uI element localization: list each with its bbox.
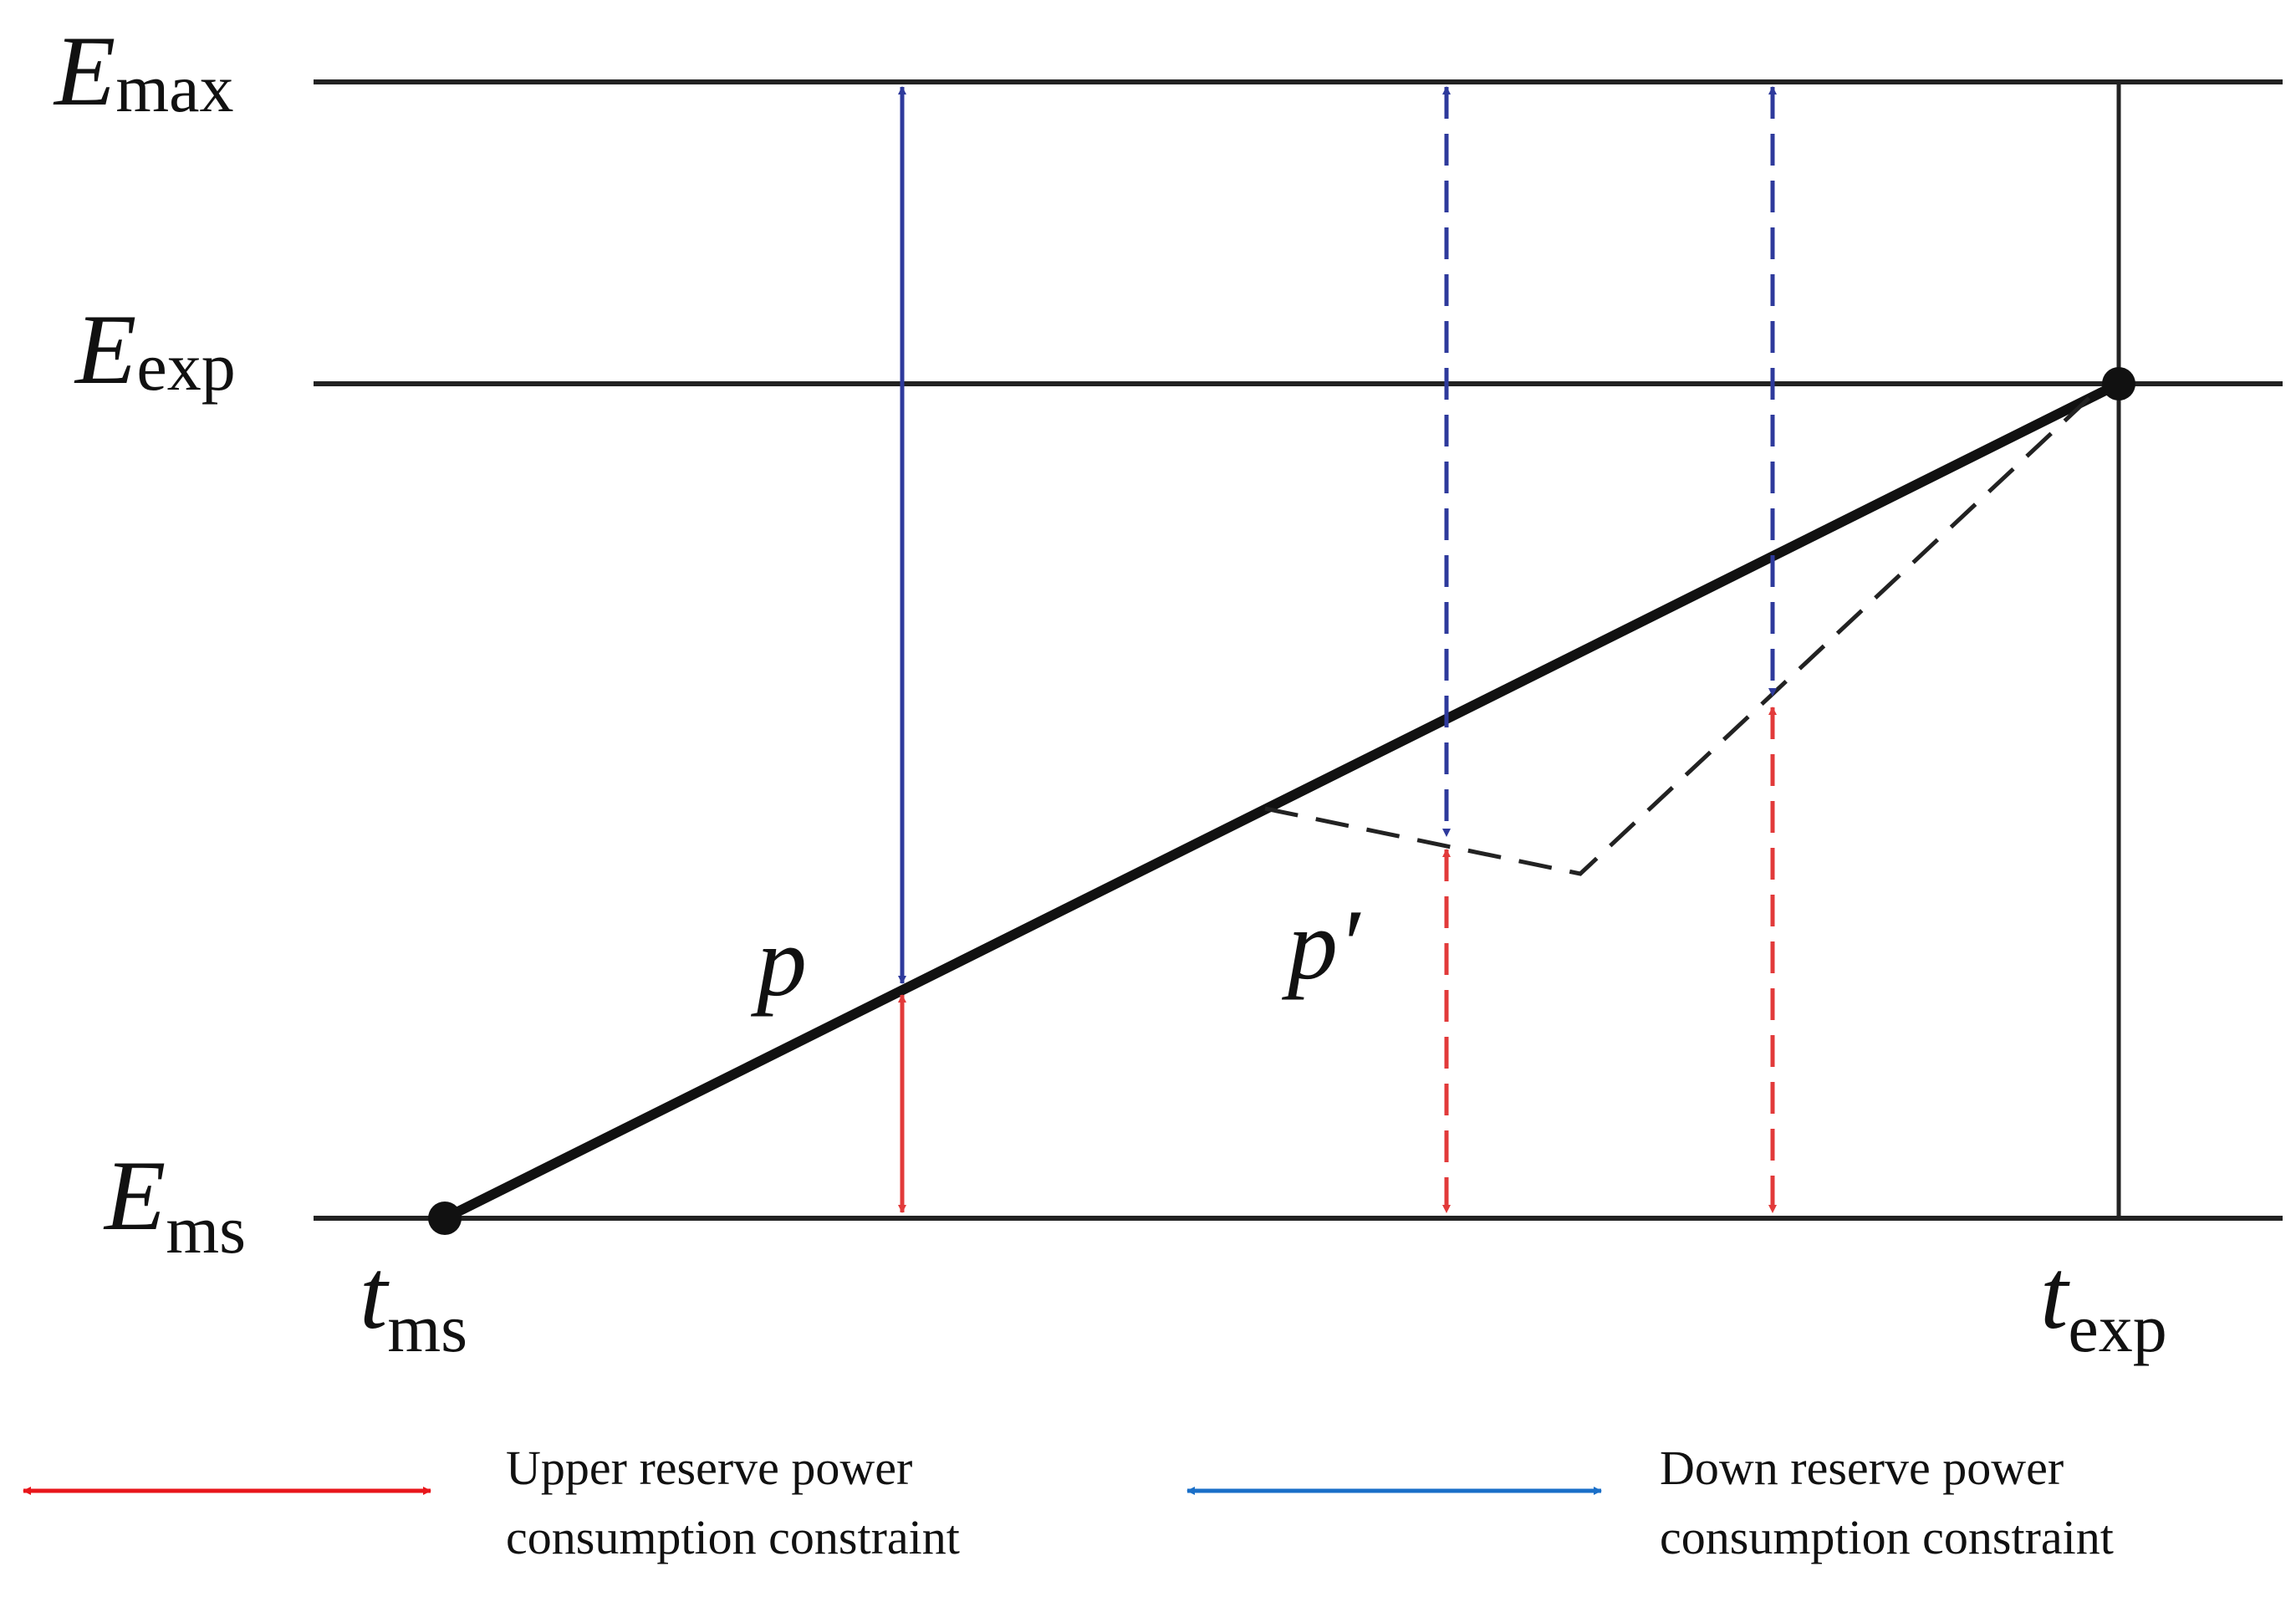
start-point xyxy=(428,1202,462,1235)
legend-down: Down reserve power consumption constraint xyxy=(1186,1441,2114,1564)
legend-down-line1: Down reserve power xyxy=(1660,1441,2064,1495)
e-ms-label: Ems xyxy=(103,1140,246,1268)
p-label: p xyxy=(750,906,807,1017)
e-exp-label: Eexp xyxy=(74,293,236,405)
e-max-label: Emax xyxy=(53,15,234,126)
t-ms-label: tms xyxy=(360,1238,467,1366)
legend-upper: Upper reserve power consumption constrain… xyxy=(23,1441,960,1564)
legend-down-text: Down reserve power consumption constraint xyxy=(1660,1441,2114,1564)
energy-trajectory-line xyxy=(442,379,2121,1223)
legend-down-line2: consumption constraint xyxy=(1660,1510,2114,1564)
legend-upper-text: Upper reserve power consumption constrain… xyxy=(506,1441,960,1564)
legend-upper-line2: consumption constraint xyxy=(506,1510,960,1564)
t-exp-label: texp xyxy=(2040,1238,2167,1366)
p-prime-label: p′ xyxy=(1281,889,1361,1000)
alternative-trajectory-dashed xyxy=(1264,391,2096,876)
end-point xyxy=(2102,367,2135,401)
legend-upper-line1: Upper reserve power xyxy=(506,1441,912,1495)
